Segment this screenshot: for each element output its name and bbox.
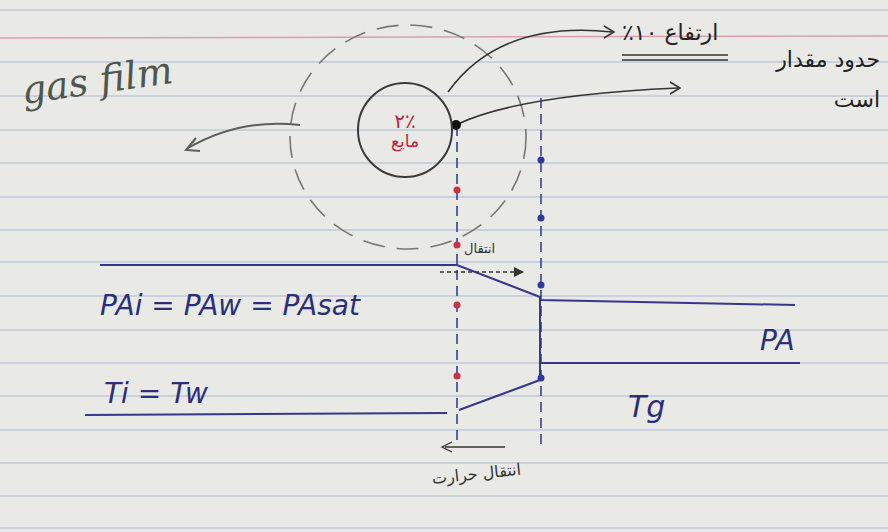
pressure-label: PAi = PAw = PAsat bbox=[100, 290, 360, 322]
note-pointer bbox=[458, 88, 678, 124]
temperature-label: Ti = Tw bbox=[104, 378, 208, 410]
note-pointer bbox=[448, 30, 612, 92]
ruled-lines bbox=[0, 10, 888, 528]
note-text: ارتفاع ۱۰٪ bbox=[622, 20, 718, 45]
interface-dots bbox=[454, 187, 461, 380]
heat-transfer-arrow bbox=[445, 446, 505, 447]
gas-film-boundary bbox=[290, 25, 526, 249]
drop-text: ۲٪ bbox=[394, 110, 415, 132]
film-edge-line bbox=[540, 98, 542, 445]
region-label: gas film bbox=[19, 49, 176, 113]
pressure-label: PA bbox=[760, 325, 795, 357]
margin-line bbox=[0, 36, 888, 38]
note-text: حدود مقدار است bbox=[752, 40, 880, 119]
temperature-label: Tg bbox=[628, 390, 665, 425]
interface-line bbox=[456, 126, 458, 445]
drop-text: مایع bbox=[391, 132, 419, 151]
transfer-label: انتقال bbox=[464, 242, 495, 257]
mass-transfer-arrow bbox=[440, 271, 520, 272]
film-dots bbox=[538, 157, 545, 382]
gas-film-pointer bbox=[188, 124, 300, 148]
transfer-label: انتقال حرارت bbox=[431, 461, 522, 489]
profile-lines bbox=[85, 265, 800, 415]
liquid-drop: ۲٪مایع bbox=[357, 82, 453, 178]
